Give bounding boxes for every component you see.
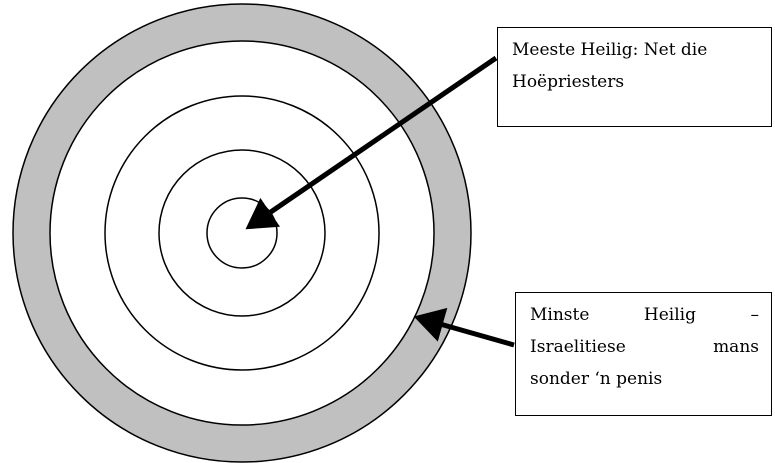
least-holy-word: mans — [713, 337, 759, 357]
least-holy-word: Israelitiese — [530, 337, 626, 357]
most-holy-label-box: Meeste Heilig: Net die Hoëpriesters — [497, 27, 772, 127]
arrow-to-center — [245, 55, 498, 230]
least-holy-word: – — [750, 305, 759, 325]
least-holy-word: Heilig — [643, 305, 696, 325]
least-holy-line-3: sonder ‘n penis — [530, 369, 663, 389]
concentric-rings — [12, 3, 472, 463]
least-holy-word: Minste — [530, 305, 590, 325]
ring-5 — [206, 197, 278, 269]
least-holy-line-1: Minste Heilig – — [530, 299, 759, 331]
least-holy-line-2: Israelitiese mans — [530, 331, 759, 363]
most-holy-line-2: Hoëpriesters — [512, 72, 625, 92]
least-holy-label-box: Minste Heilig – Israelitiese mans sonder… — [515, 292, 772, 416]
most-holy-line-1: Meeste Heilig: Net die — [512, 40, 708, 60]
arrow-to-outer-ring — [413, 307, 515, 348]
